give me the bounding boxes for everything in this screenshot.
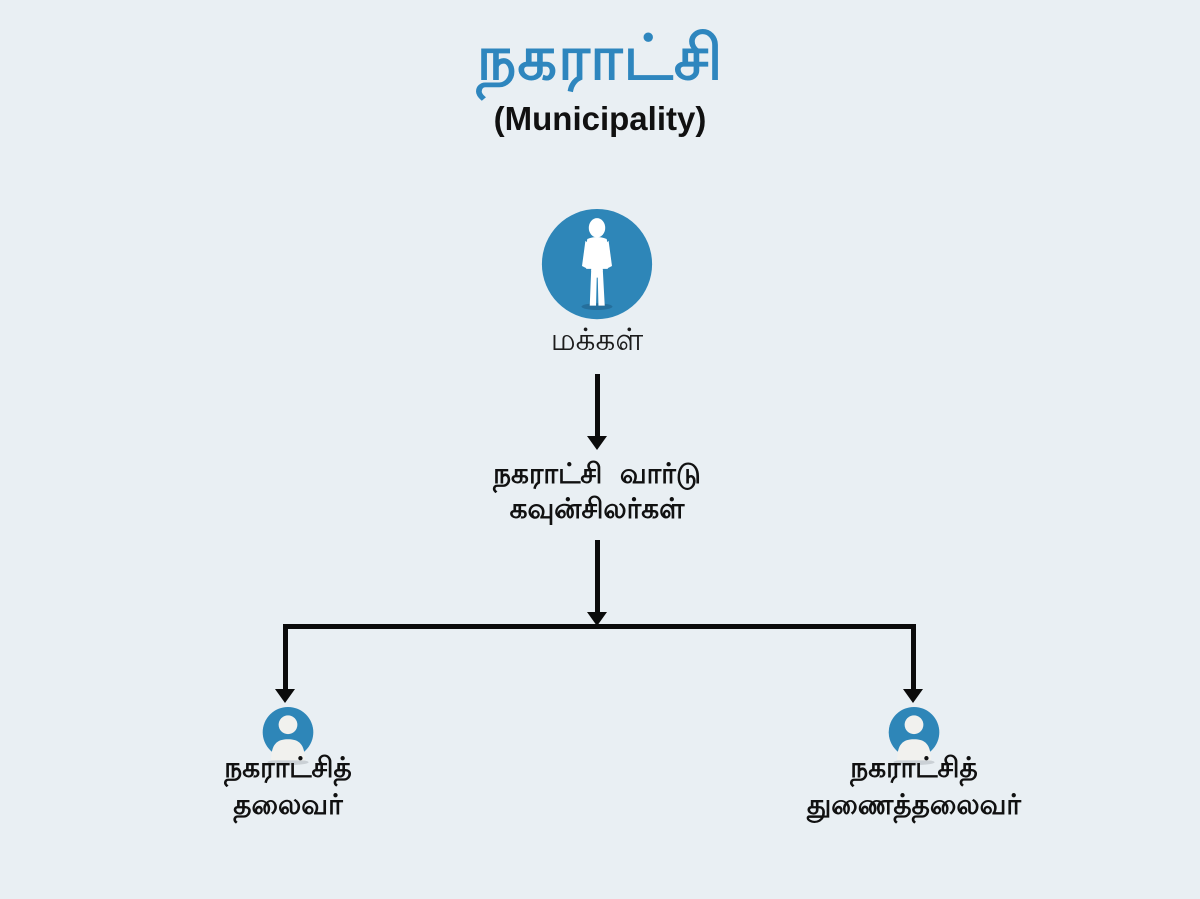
mid-node-label-line1: நகராட்சி வார்டு bbox=[493, 458, 701, 489]
connector-branch-horizontal bbox=[283, 624, 916, 629]
mid-node-label: நகராட்சி வார்டு கவுன்சிலர்கள் bbox=[422, 456, 772, 526]
arrowhead-down-icon bbox=[587, 436, 607, 450]
connector-mid-stem bbox=[595, 540, 600, 613]
arrowhead-down-icon bbox=[587, 612, 607, 626]
leaf-node-label-vice-chairman: நகராட்சித் துணைத்தலைவர் bbox=[773, 749, 1055, 823]
person-avatar-icon bbox=[884, 704, 944, 768]
connector-root-to-mid bbox=[595, 374, 600, 437]
arrowhead-down-icon bbox=[903, 689, 923, 703]
diagram-header: நகராட்சி (Municipality) bbox=[0, 20, 1200, 138]
page-subtitle: (Municipality) bbox=[493, 99, 707, 137]
root-node-label: மக்கள் bbox=[550, 322, 644, 357]
connector-branch-left bbox=[283, 624, 288, 690]
arrowhead-down-icon bbox=[275, 689, 295, 703]
leaf-right-label-line2: துணைத்தலைவர் bbox=[806, 789, 1022, 820]
leaf-right-label-line1: நகராட்சித் bbox=[850, 752, 978, 783]
mid-node-label-line2: கவுன்சிலர்கள் bbox=[509, 493, 685, 524]
people-icon bbox=[539, 206, 655, 328]
page-title: நகராட்சி bbox=[476, 24, 724, 93]
person-avatar-icon bbox=[258, 704, 318, 768]
leaf-left-label-line1: நகராட்சித் bbox=[224, 752, 352, 783]
leaf-node-label-chairman: நகராட்சித் தலைவர் bbox=[168, 749, 408, 823]
leaf-left-label-line2: தலைவர் bbox=[233, 789, 343, 820]
connector-branch-right bbox=[911, 624, 916, 690]
